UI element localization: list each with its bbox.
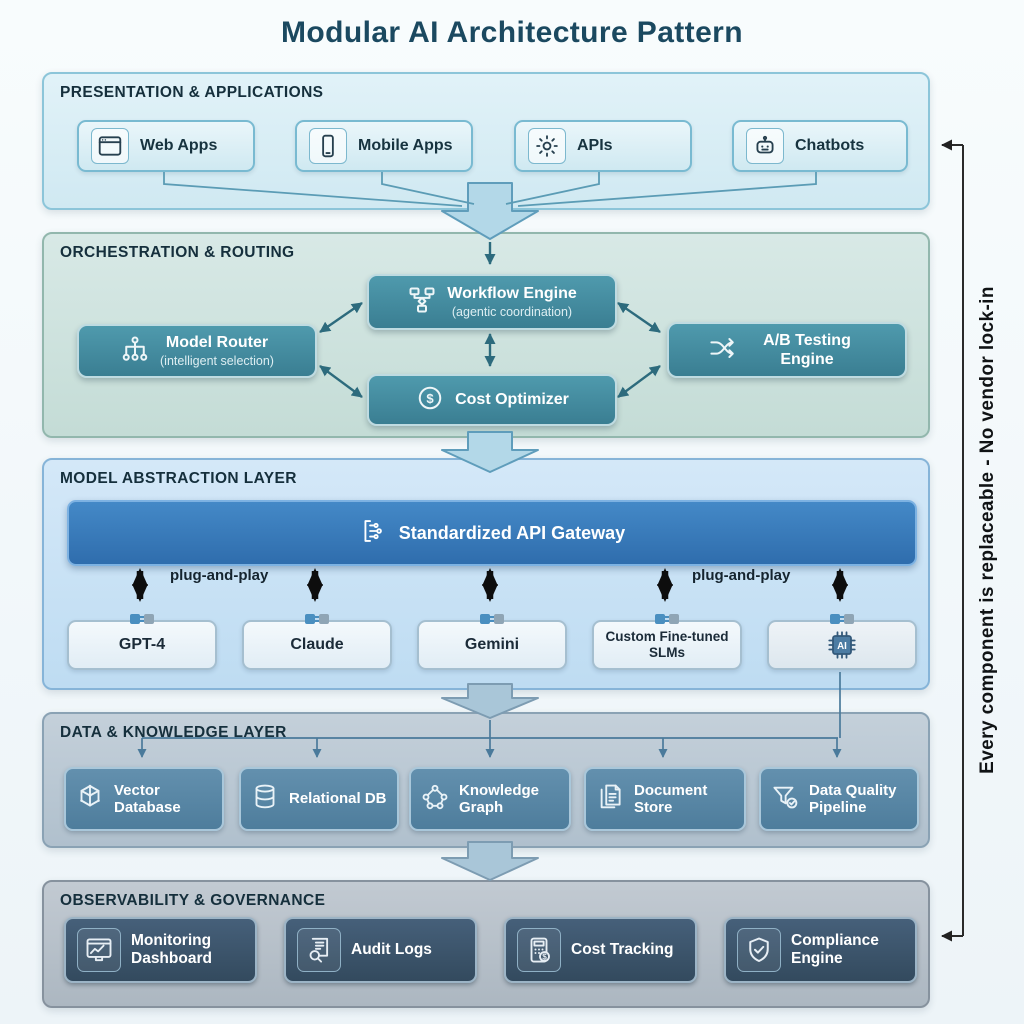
layer-data-knowledge: DATA & KNOWLEDGE LAYER Vector Database R… — [42, 712, 930, 848]
cost-optimizer-node: $ Cost Optimizer — [367, 374, 617, 426]
model-gemini-box: Gemini — [417, 614, 567, 670]
model-claude-label: Claude — [290, 636, 344, 653]
ai-chip-icon: AI — [828, 631, 856, 659]
plug-and-play-label-left: plug-and-play — [170, 567, 269, 584]
chatbots-box: Chatbots — [732, 120, 908, 172]
api-gateway-icon — [359, 517, 387, 550]
monitoring-dashboard-icon — [77, 928, 121, 972]
layer-presentation: PRESENTATION & APPLICATIONS Web Apps Mob… — [42, 72, 930, 210]
data-quality-pipeline-label: Data Quality Pipeline — [809, 781, 897, 816]
layer-model-abstraction-header: MODEL ABSTRACTION LAYER — [60, 470, 297, 487]
model-router-sublabel: (intelligent selection) — [160, 354, 274, 368]
api-gateway-label: Standardized API Gateway — [398, 522, 626, 543]
cost-tracking-icon: $ — [517, 928, 561, 972]
api-gateway-bar: Standardized API Gateway — [67, 500, 917, 566]
apis-label: APIs — [577, 137, 613, 154]
vector-database-box: Vector Database — [64, 767, 224, 831]
cost-optimizer-label: Cost Optimizer — [455, 391, 569, 408]
gear-icon — [528, 128, 566, 164]
replaceability-bracket — [941, 139, 964, 942]
knowledge-graph-label: Knowledge Graph — [459, 781, 540, 816]
knowledge-graph-box: Knowledge Graph — [409, 767, 571, 831]
ai-chip-text: AI — [837, 641, 847, 652]
layer-observability-header: OBSERVABILITY & GOVERNANCE — [60, 892, 326, 909]
workflow-engine-label: Workflow Engine — [447, 285, 577, 302]
document-store-box: Document Store — [584, 767, 746, 831]
compliance-engine-label: Compliance Engine — [791, 931, 879, 967]
vector-database-icon — [75, 782, 105, 816]
layer-presentation-header: PRESENTATION & APPLICATIONS — [60, 84, 324, 101]
audit-logs-label: Audit Logs — [351, 940, 432, 958]
plug-connector-icon — [830, 614, 854, 624]
layer-data-knowledge-header: DATA & KNOWLEDGE LAYER — [60, 724, 287, 741]
model-router-node: Model Router (intelligent selection) — [77, 324, 317, 378]
mobile-icon — [309, 128, 347, 164]
relational-db-label: Relational DB — [289, 790, 387, 808]
apis-box: APIs — [514, 120, 692, 172]
mobile-apps-label: Mobile Apps — [358, 137, 453, 154]
plug-connector-icon — [480, 614, 504, 624]
model-generic-chip-box: AI — [767, 614, 917, 670]
model-claude-box: Claude — [242, 614, 392, 670]
layer-orchestration: ORCHESTRATION & ROUTING Workflow Engine … — [42, 232, 930, 438]
layer-observability: OBSERVABILITY & GOVERNANCE Monitoring Da… — [42, 880, 930, 1008]
split-arrows-icon — [707, 333, 737, 368]
model-gpt4-box: GPT-4 — [67, 614, 217, 670]
dollar-circle-icon: $ — [415, 383, 445, 418]
plug-connector-icon — [130, 614, 154, 624]
chatbot-icon — [746, 128, 784, 164]
monitoring-dashboard-label: Monitoring Dashboard — [131, 931, 212, 967]
data-quality-funnel-icon — [770, 782, 800, 816]
web-apps-box: Web Apps — [77, 120, 255, 172]
model-custom-slm-box: Custom Fine-tuned SLMs — [592, 614, 742, 670]
model-gemini-label: Gemini — [464, 636, 520, 653]
cost-tracking-box: $ Cost Tracking — [504, 917, 697, 983]
audit-logs-icon — [297, 928, 341, 972]
monitoring-dashboard-box: Monitoring Dashboard — [64, 917, 257, 983]
side-note: Every component is replaceable - No vend… — [964, 110, 1012, 950]
model-router-label: Model Router — [165, 334, 269, 351]
layer-model-abstraction: MODEL ABSTRACTION LAYER Standardized API… — [42, 458, 930, 690]
cost-tracking-label: Cost Tracking — [571, 940, 674, 958]
data-quality-pipeline-box: Data Quality Pipeline — [759, 767, 919, 831]
svg-text:$: $ — [426, 390, 434, 405]
model-router-icon — [120, 334, 150, 369]
model-gpt4-label: GPT-4 — [118, 636, 166, 653]
web-apps-label: Web Apps — [140, 137, 218, 154]
knowledge-graph-icon — [420, 782, 450, 816]
ab-testing-label: A/B Testing Engine — [763, 331, 851, 368]
relational-db-icon — [250, 782, 280, 816]
layer-orchestration-header: ORCHESTRATION & ROUTING — [60, 244, 295, 261]
workflow-engine-node: Workflow Engine (agentic coordination) — [367, 274, 617, 330]
plug-connector-icon — [655, 614, 679, 624]
model-custom-slm-label: Custom Fine-tuned SLMs — [605, 629, 729, 660]
workflow-engine-sublabel: (agentic coordination) — [451, 305, 573, 319]
compliance-shield-icon — [737, 928, 781, 972]
compliance-engine-box: Compliance Engine — [724, 917, 917, 983]
mobile-apps-box: Mobile Apps — [295, 120, 473, 172]
side-note-text: Every component is replaceable - No vend… — [977, 286, 998, 774]
svg-text:$: $ — [542, 953, 547, 962]
workflow-icon — [407, 285, 437, 320]
document-store-icon — [595, 782, 625, 816]
plug-connector-icon — [305, 614, 329, 624]
chatbots-label: Chatbots — [795, 137, 865, 154]
audit-logs-box: Audit Logs — [284, 917, 477, 983]
vector-database-label: Vector Database — [114, 781, 181, 816]
ab-testing-node: A/B Testing Engine — [667, 322, 907, 378]
document-store-label: Document Store — [634, 781, 708, 816]
browser-icon — [91, 128, 129, 164]
diagram-title: Modular AI Architecture Pattern — [281, 16, 743, 49]
plug-and-play-label-right: plug-and-play — [692, 567, 791, 584]
relational-db-box: Relational DB — [239, 767, 399, 831]
